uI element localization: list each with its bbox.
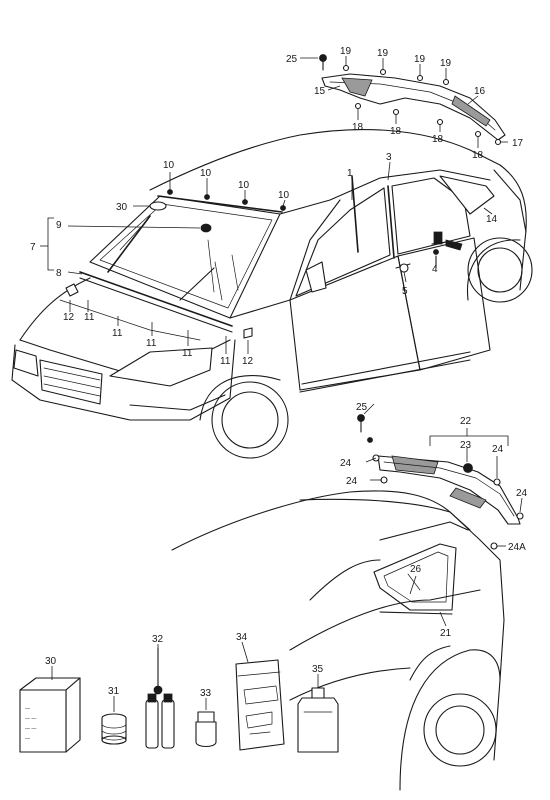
callout-26: 26 — [410, 564, 422, 575]
callout-14: 14 — [486, 214, 498, 225]
callout-11: 11 — [112, 328, 123, 339]
callout-30-box: 30 — [45, 656, 57, 667]
accessory-pouch-34 — [235, 659, 285, 751]
callout-4: 4 — [432, 264, 438, 275]
car-body-front-view — [11, 128, 533, 459]
callout-10: 10 — [163, 160, 175, 171]
accessory-bottle-35 — [297, 687, 339, 753]
callout-18: 18 — [352, 122, 364, 133]
box-line-2: — — — [25, 716, 36, 722]
front-wheel — [211, 381, 289, 459]
callout-21: 21 — [440, 628, 452, 639]
accessory-box-30: — — — — — — — [19, 677, 81, 753]
callout-1: 1 — [347, 168, 353, 179]
accessory-jar-33 — [195, 711, 217, 748]
quarter-window — [439, 175, 495, 215]
accessory-tape-roll-31 — [101, 713, 127, 745]
spoiler-seal-strip-right — [451, 95, 491, 127]
leader-lines — [40, 56, 523, 712]
callout-10: 10 — [278, 190, 290, 201]
callout-24: 24 — [492, 444, 504, 455]
callout-35: 35 — [312, 664, 324, 675]
callout-24A: 24A — [508, 542, 526, 553]
rear-quarter-glass — [373, 543, 457, 611]
callout-19: 19 — [440, 58, 452, 69]
callout-5: 5 — [402, 286, 408, 297]
callout-12: 12 — [242, 356, 254, 367]
callout-34: 34 — [236, 632, 248, 643]
callout-11: 11 — [84, 312, 95, 323]
box-line-4: — — [25, 736, 30, 742]
rear-window-seal-assembly — [357, 414, 524, 550]
callout-numbers: 25 19 19 19 19 15 16 17 18 18 18 18 10 1… — [30, 46, 528, 699]
callout-23: 23 — [460, 440, 472, 451]
callout-33: 33 — [200, 688, 212, 699]
callout-3: 3 — [386, 152, 392, 163]
callout-18: 18 — [390, 126, 402, 137]
wiper-blade — [107, 215, 151, 273]
box-line-3: — — — [25, 726, 36, 732]
callout-18: 18 — [432, 134, 444, 145]
callout-24: 24 — [516, 488, 528, 499]
callout-25: 25 — [286, 54, 298, 65]
callout-11: 11 — [182, 348, 193, 359]
rear-side-window — [391, 177, 471, 255]
box-line-1: — — [25, 706, 30, 712]
callout-11: 11 — [146, 338, 157, 349]
callout-7: 7 — [30, 242, 36, 253]
callout-16: 16 — [474, 86, 486, 97]
callout-22: 22 — [460, 416, 472, 427]
callout-30: 30 — [116, 202, 128, 213]
callout-12: 12 — [63, 312, 75, 323]
callout-31: 31 — [108, 686, 120, 697]
accessory-cartridges-32 — [145, 647, 175, 749]
callout-18: 18 — [472, 150, 484, 161]
callout-19: 19 — [414, 54, 426, 65]
callout-24: 24 — [340, 458, 352, 469]
callout-9: 9 — [56, 220, 62, 231]
callout-17: 17 — [512, 138, 524, 149]
callout-19: 19 — [377, 48, 389, 59]
callout-19: 19 — [340, 46, 352, 57]
headlight — [109, 347, 213, 387]
side-mirror — [305, 261, 327, 293]
rear-spoiler-assembly — [319, 54, 506, 146]
callout-32: 32 — [152, 634, 164, 645]
callout-10: 10 — [200, 168, 212, 179]
callout-25: 25 — [356, 402, 368, 413]
car-body-rear-view — [171, 490, 505, 791]
callout-24: 24 — [346, 476, 358, 487]
spoiler-seal-strip-left — [341, 77, 373, 97]
callout-8: 8 — [56, 268, 62, 279]
callout-10: 10 — [238, 180, 250, 191]
callout-15: 15 — [314, 86, 326, 97]
rear-wheel-bottom — [423, 693, 497, 767]
rear-wheel — [467, 237, 533, 303]
callout-11: 11 — [220, 356, 231, 367]
